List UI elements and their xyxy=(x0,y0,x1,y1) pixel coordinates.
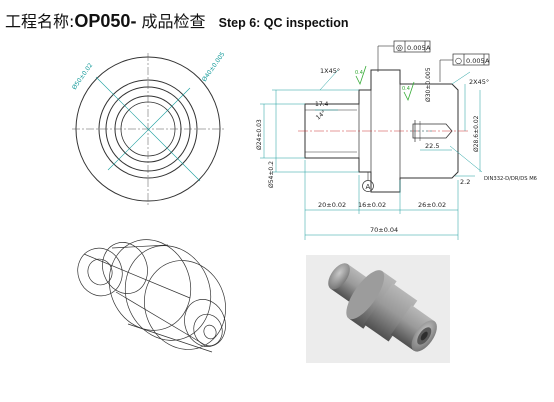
front-view: Ø50±0.02 Ø40±0.005 xyxy=(71,51,227,205)
tolerance-symbol-1: ◎ xyxy=(396,43,403,52)
dim-diameter-30: Ø30±0.005 xyxy=(425,67,432,102)
overall-length: 70±0.04 xyxy=(370,226,398,234)
datum-marker: A xyxy=(362,172,374,192)
segment-dim-2: 16±0.02 xyxy=(358,201,386,209)
step-label: Step 6: QC inspection xyxy=(218,16,349,30)
segment-dim-3: 26±0.02 xyxy=(418,201,446,209)
chamfer-right: 2X45° xyxy=(469,78,489,86)
dim-diameter-28-6: Ø28.6±0.02 xyxy=(473,115,480,152)
front-dim-inner: Ø40±0.005 xyxy=(201,51,227,83)
roughness-marks: 0.4 0.4 xyxy=(355,65,415,102)
title-chinese: 工程名称: xyxy=(5,12,75,31)
thread-note: DIN332-D/DR/DS M6 xyxy=(484,176,537,182)
dim-diameter-24: Ø24±0.03 xyxy=(256,119,263,150)
tolerance-datum-2: A xyxy=(485,57,490,65)
front-dim-outer: Ø50±0.02 xyxy=(71,62,94,91)
datum-label: A xyxy=(366,183,371,191)
dim-angle: 14° xyxy=(315,109,328,121)
roughness-value-2: 0.4 xyxy=(402,86,410,92)
dim-diameter-54: Ø54±0.2 xyxy=(268,161,275,188)
dim-22-5: 22.5 xyxy=(425,142,439,150)
page-title: 工程名称:OP050- 成品检查 Step 6: QC inspection xyxy=(5,8,349,31)
roughness-value-1: 0.4 xyxy=(355,70,363,76)
tolerance-frame-circularity: ○ 0.005 A xyxy=(439,53,490,82)
tolerance-datum-1: A xyxy=(426,44,431,52)
title-chinese-inspection: 成品检查 xyxy=(141,12,206,31)
side-view: ◎ 0.005 A ○ 0.005 A xyxy=(256,40,537,240)
tolerance-value-2: 0.005 xyxy=(466,57,485,65)
tolerance-value-1: 0.005 xyxy=(407,44,426,52)
operation-code: OP050- xyxy=(74,11,137,31)
wireframe-iso-view xyxy=(77,239,226,353)
chamfer-left: 1X45° xyxy=(320,67,340,75)
tolerance-frame-concentricity: ◎ 0.005 A xyxy=(377,40,431,72)
shaded-3d-render xyxy=(306,255,450,363)
dim-17-4: 17.4 xyxy=(315,101,329,108)
dim-2-2: 2.2 xyxy=(460,178,470,186)
tolerance-symbol-2: ○ xyxy=(455,56,462,65)
segment-dim-1: 20±0.02 xyxy=(318,201,346,209)
